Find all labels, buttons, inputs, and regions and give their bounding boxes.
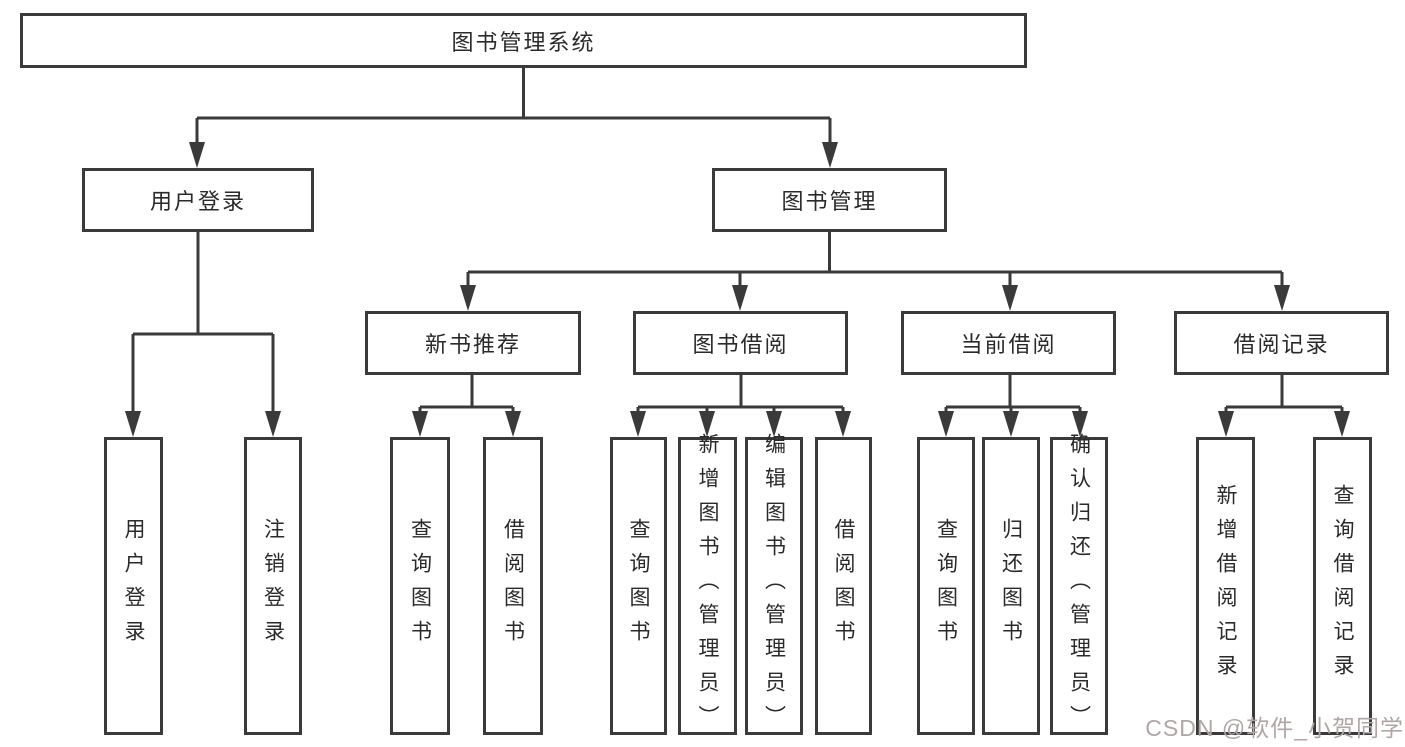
node-library-management-system: 图书管理系统 xyxy=(20,13,1027,68)
leaf-borrow-books-recommend: 借阅图书 xyxy=(483,437,543,735)
node-label: 当前借阅 xyxy=(960,332,1057,357)
node-label: 确认归还（管理员） xyxy=(1067,433,1091,739)
node-label: 图书借阅 xyxy=(692,332,789,357)
leaf-borrow-books: 借阅图书 xyxy=(815,437,872,735)
node-borrowing-records: 借阅记录 xyxy=(1174,311,1389,375)
node-label: 借阅图书 xyxy=(501,518,525,654)
node-book-borrowing: 图书借阅 xyxy=(633,311,848,375)
leaf-add-books-admin: 新增图书（管理员） xyxy=(678,433,737,739)
node-label: 借阅图书 xyxy=(832,518,855,654)
node-label: 编辑图书（管理员） xyxy=(762,433,786,739)
node-label: 借阅记录 xyxy=(1233,332,1330,357)
node-label: 新增图书（管理员） xyxy=(696,433,719,739)
node-label: 注销登录 xyxy=(261,518,285,654)
leaf-return-books: 归还图书 xyxy=(982,437,1040,735)
leaf-logout: 注销登录 xyxy=(244,437,302,735)
node-label: 查询图书 xyxy=(408,518,432,654)
leaf-query-books-borrowing: 查询图书 xyxy=(610,437,667,735)
node-user-login: 用户登录 xyxy=(82,168,314,232)
arrowheads xyxy=(125,142,1350,437)
node-label: 用户登录 xyxy=(149,189,246,214)
node-label: 图书管理系统 xyxy=(451,29,596,55)
csdn-watermark: CSDN @软件_小贺同学 xyxy=(1145,715,1404,741)
node-current-borrowing: 当前借阅 xyxy=(901,311,1116,375)
leaf-add-borrow-record: 新增借阅记录 xyxy=(1196,437,1255,735)
node-label: 用户登录 xyxy=(122,518,145,654)
node-new-book-recommendation: 新书推荐 xyxy=(365,311,581,375)
leaf-confirm-return-admin: 确认归还（管理员） xyxy=(1050,433,1108,739)
leaf-query-books-recommend: 查询图书 xyxy=(390,437,450,735)
node-label: 查询图书 xyxy=(627,518,650,654)
node-label: 新书推荐 xyxy=(424,332,521,357)
node-label: 查询借阅记录 xyxy=(1331,484,1354,688)
node-label: 图书管理 xyxy=(781,189,878,214)
leaf-query-books-current: 查询图书 xyxy=(917,437,975,735)
leaf-query-borrow-record: 查询借阅记录 xyxy=(1313,437,1372,735)
leaf-edit-books-admin: 编辑图书（管理员） xyxy=(745,433,803,739)
node-label: 新增借阅记录 xyxy=(1214,484,1237,688)
node-book-management: 图书管理 xyxy=(712,168,947,232)
leaf-user-login: 用户登录 xyxy=(104,437,163,735)
node-label: 查询图书 xyxy=(934,518,958,654)
node-label: 归还图书 xyxy=(999,518,1023,654)
